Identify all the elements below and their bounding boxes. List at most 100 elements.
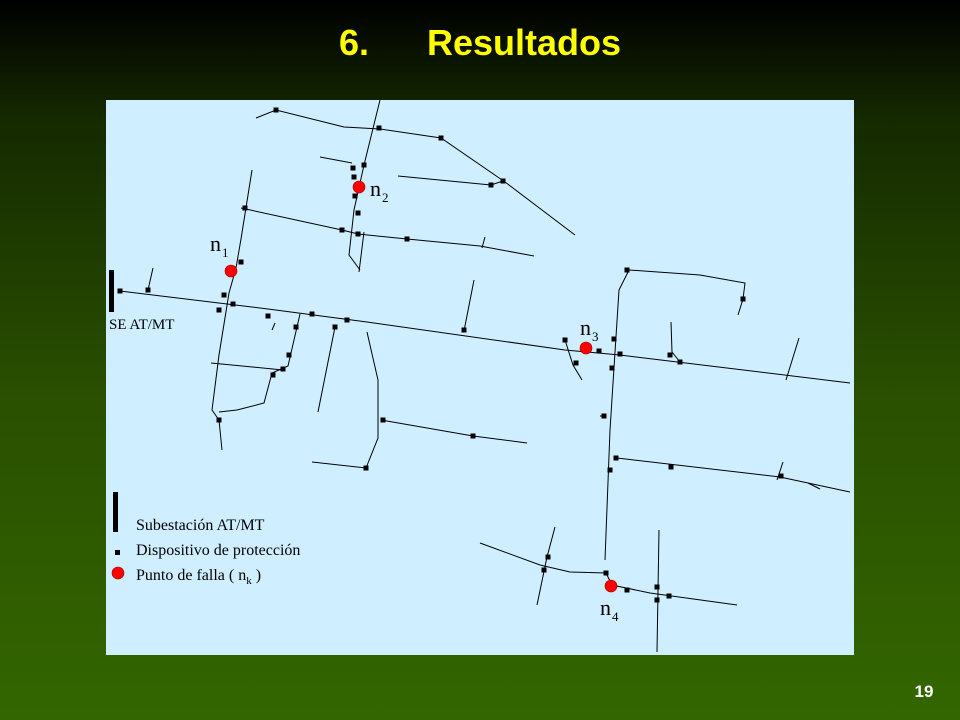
feeder-line-22 (670, 321, 681, 363)
protection-device-29 (270, 372, 276, 378)
legend-device-symbol (115, 550, 120, 555)
protection-device-40 (667, 352, 673, 358)
protection-device-23 (344, 317, 350, 323)
legend-fault-text: Punto de falla ( nk ) (136, 567, 262, 587)
protection-device-19 (216, 307, 222, 313)
protection-device-9 (352, 193, 358, 199)
protection-device-32 (470, 433, 476, 439)
protection-device-41 (677, 359, 683, 365)
feeder-line-14 (210, 362, 284, 371)
protection-device-33 (363, 465, 369, 471)
page-number: 19 (914, 682, 934, 701)
feeder-line-10 (147, 267, 154, 291)
protection-device-44 (601, 413, 607, 419)
protection-device-50 (541, 567, 547, 573)
legend-substation-text: Subestación AT/MT (136, 517, 265, 534)
protection-device-1 (273, 107, 279, 113)
protection-device-38 (617, 351, 623, 357)
protection-device-26 (461, 327, 467, 333)
feeder-line-2 (348, 100, 381, 271)
feeder-line-23 (785, 337, 800, 381)
protection-device-16 (117, 288, 123, 294)
slide-title: 6. Resultados (0, 22, 960, 72)
protection-device-30 (216, 417, 222, 423)
legend-device-text: Dispositivo de protección (136, 542, 301, 559)
protection-device-36 (573, 360, 579, 366)
protection-device-10 (355, 210, 361, 216)
fault-point-n1 (224, 264, 238, 278)
feeder-line-1 (255, 109, 576, 236)
protection-device-54 (666, 593, 672, 599)
node-label-n2: n2 (370, 176, 389, 205)
feeder-line-20 (604, 269, 630, 561)
legend-fault-symbol (111, 566, 125, 580)
slide-title-number: 6. (338, 22, 369, 63)
protection-device-28 (280, 366, 286, 372)
feeder-line-12 (271, 322, 276, 331)
protection-device-48 (778, 473, 784, 479)
protection-device-24 (293, 324, 299, 330)
protection-device-55 (654, 597, 660, 603)
protection-device-20 (230, 301, 236, 307)
protection-device-34 (562, 337, 568, 343)
protection-device-14 (242, 205, 248, 211)
protection-device-7 (488, 182, 494, 188)
protection-device-25 (332, 324, 338, 330)
protection-device-42 (624, 267, 630, 273)
fault-point-n2 (352, 180, 366, 194)
feeder-line-8 (397, 175, 504, 186)
feeder-line-13 (218, 313, 301, 413)
feeder-line-6 (481, 236, 486, 249)
feeder-line-29 (656, 529, 660, 653)
legend-substation-symbol (113, 492, 118, 532)
protection-device-8 (500, 178, 506, 184)
node-label-n1: n1 (210, 231, 229, 260)
protection-device-13 (404, 236, 410, 242)
feeder-line-19 (628, 269, 746, 316)
node-label-n4: n4 (600, 595, 619, 624)
protection-device-12 (355, 231, 361, 237)
protection-device-17 (145, 287, 151, 293)
feeder-line-18 (564, 339, 583, 381)
node-label-n3: n3 (580, 315, 599, 344)
protection-device-35 (596, 348, 602, 354)
protection-device-52 (624, 587, 630, 593)
feeder-line-5 (240, 207, 535, 257)
protection-device-45 (613, 455, 619, 461)
protection-device-18 (221, 292, 227, 298)
protection-device-47 (668, 464, 674, 470)
feeder-line-26 (807, 482, 821, 490)
protection-device-31 (380, 417, 386, 423)
fault-point-n3 (579, 341, 593, 355)
protection-device-53 (654, 584, 660, 590)
feeder-line-15 (317, 326, 336, 413)
protection-device-5 (350, 165, 356, 171)
feeder-line-25 (776, 461, 784, 481)
protection-device-2 (376, 125, 382, 131)
protection-device-6 (351, 174, 357, 180)
slide-title-text: Resultados (426, 22, 622, 63)
feeder-line-3 (319, 156, 353, 164)
protection-device-39 (609, 365, 615, 371)
protection-device-11 (339, 227, 345, 233)
substation-label: SE AT/MT (109, 317, 175, 333)
protection-device-21 (265, 313, 271, 319)
protection-device-22 (309, 311, 315, 317)
protection-device-15 (238, 259, 244, 265)
feeder-line-16 (311, 331, 379, 469)
feeder-line-11 (463, 279, 475, 332)
network-diagram-canvas (109, 100, 851, 653)
protection-device-3 (438, 135, 444, 141)
protection-device-4 (361, 162, 367, 168)
protection-device-51 (603, 570, 609, 576)
protection-device-46 (607, 467, 613, 473)
fault-point-n4 (604, 579, 618, 593)
feeder-line-17 (380, 419, 528, 444)
protection-device-49 (545, 554, 551, 560)
network-diagram: n1 n2 n3 n4 SE AT/MT Subestación AT/MT D… (106, 100, 854, 655)
protection-device-27 (286, 352, 292, 358)
feeder-line-9 (119, 290, 851, 384)
protection-device-37 (611, 336, 617, 342)
protection-device-43 (740, 296, 746, 302)
feeder-line-7 (358, 231, 365, 273)
